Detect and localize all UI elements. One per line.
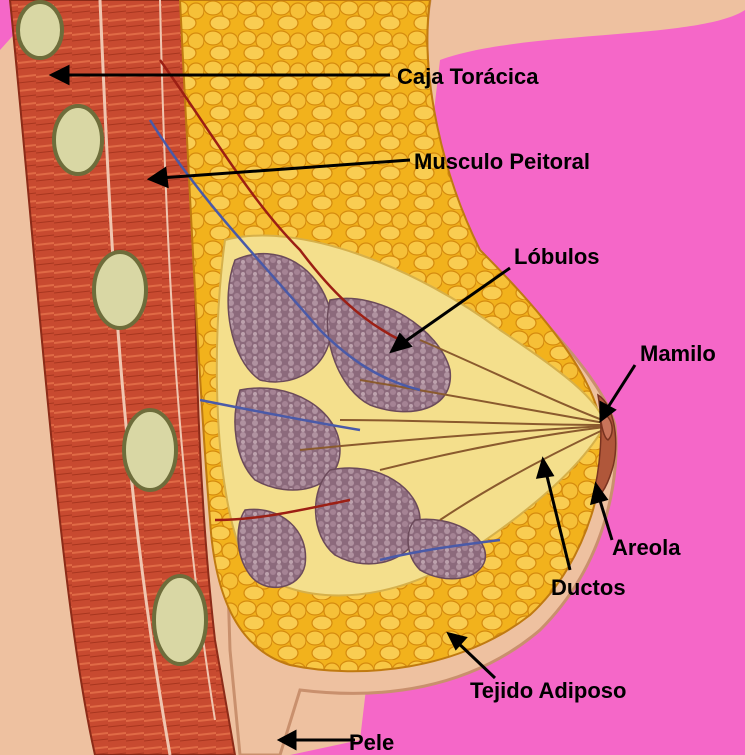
label-adipose-tissue: Tejido Adiposo [470,678,626,703]
label-lobules: Lóbulos [514,244,600,269]
label-nipple: Mamilo [640,341,716,366]
rib [124,410,176,490]
label-ribcage: Caja Torácica [397,64,539,89]
label-areola: Areola [612,535,681,560]
nipple-pointer [605,365,635,412]
label-skin: Pele [349,730,394,755]
label-ducts: Ductos [551,575,626,600]
rib [94,252,146,328]
rib [154,576,206,664]
label-pectoral-muscle: Musculo Peitoral [414,149,590,174]
rib [54,106,102,174]
rib [18,2,62,58]
